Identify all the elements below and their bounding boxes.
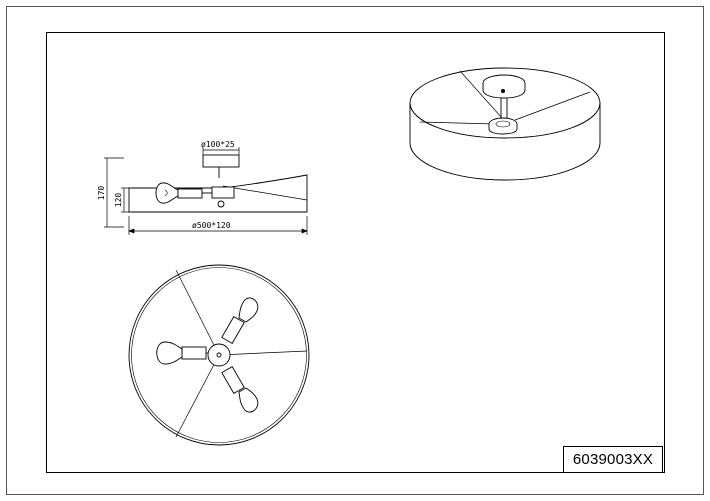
inner-frame-wire-a xyxy=(459,70,503,119)
dim-total-height-label: 170 xyxy=(97,186,106,201)
socket-bottom-low xyxy=(221,365,245,395)
dim-shade-height-label: 120 xyxy=(114,193,123,208)
product-code: 6039003XX xyxy=(572,451,654,468)
inner-frame xyxy=(46,32,665,473)
bulb-bottom-low xyxy=(238,387,259,413)
dim-shade-label: ø500*120 xyxy=(192,221,231,230)
bulb-bottom-left xyxy=(156,341,183,365)
hub-center-screw xyxy=(216,352,222,358)
bottom-view xyxy=(128,264,310,446)
frame-spoke-b xyxy=(218,350,308,356)
shade-inner-ring xyxy=(131,267,307,443)
bulb-filament xyxy=(164,189,168,197)
socket-bottom-left xyxy=(181,346,207,360)
perspective-view xyxy=(409,67,601,181)
hub-knob xyxy=(217,200,225,208)
frame-spoke-a xyxy=(175,269,220,356)
frame-spoke-c xyxy=(175,354,220,438)
hub-side xyxy=(211,186,235,199)
inner-frame-wire-c xyxy=(419,121,496,125)
socket-bottom-top xyxy=(221,315,245,345)
socket-side xyxy=(177,188,203,199)
inner-frame-wire-b xyxy=(514,91,591,121)
side-dimensions xyxy=(104,147,308,235)
hub-cap xyxy=(495,120,511,128)
side-view xyxy=(128,154,308,213)
shade-frame-wire xyxy=(222,185,308,201)
dim-base-label: ø100*25 xyxy=(201,140,235,149)
canopy xyxy=(202,154,240,168)
bulb-bottom-top xyxy=(238,297,259,323)
canopy-screw xyxy=(500,88,506,94)
outer-frame xyxy=(6,6,704,495)
product-code-box: 6039003XX xyxy=(563,446,663,473)
